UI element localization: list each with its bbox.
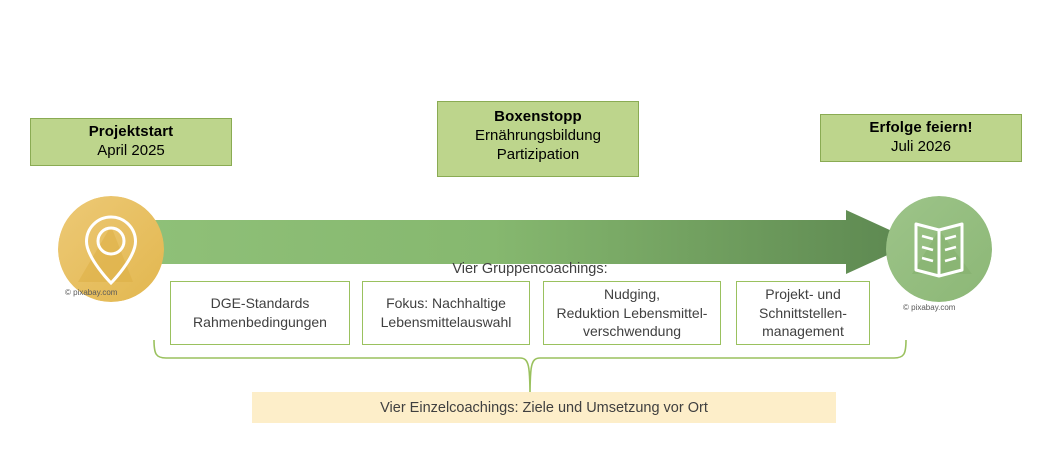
timeline-arrow [146,210,916,274]
coaching-box-line1: Nudging, [603,285,661,302]
image-credit-end: © pixabay.com [903,303,956,312]
single-coaching-label: Vier Einzelcoachings: Ziele und Umsetzun… [380,399,708,416]
coaching-box-line1: DGE-Standards [210,295,310,312]
coaching-brace [153,340,907,398]
milestone-subtitle: Juli 2026 [890,137,952,155]
image-credit-start: © pixabay.com [65,288,118,297]
coaching-box-line2: Rahmenbedingungen [193,314,327,330]
milestone-title: Erfolge feiern! [869,119,973,136]
open-book-icon [886,196,992,302]
map-pin-icon [58,196,164,302]
coaching-box-line2: Lebensmittelauswahl [380,314,512,330]
single-coaching-banner: Vier Einzelcoachings: Ziele und Umsetzun… [252,392,836,423]
coaching-box-line2: Schnittstellen- [759,304,847,321]
coaching-box: Nudging, Reduktion Lebensmittel- verschw… [543,281,721,345]
milestone-title: Projektstart [88,123,174,140]
coaching-box-line1: Projekt- und [765,285,841,302]
milestone-box-erfolge-feiern: Erfolge feiern! Juli 2026 [820,114,1022,162]
milestone-box-projektstart: Projektstart April 2025 [30,118,232,166]
milestone-title: Boxenstopp [494,108,582,125]
coaching-box: Fokus: Nachhaltige Lebensmittelauswahl [362,281,530,345]
coaching-box-line2: Reduktion Lebensmittel- [556,304,708,321]
milestone-box-boxenstopp: Boxenstopp Ernährungsbildung Partizipati… [437,101,639,177]
coaching-box-line3: management [762,323,844,340]
coaching-box: Projekt- und Schnittstellen- management [736,281,870,345]
coaching-box: DGE-Standards Rahmenbedingungen [170,281,350,345]
coaching-box-line1: Fokus: Nachhaltige [386,295,506,312]
group-coaching-label: Vier Gruppencoachings: [452,261,608,277]
milestone-subtitle: Ernährungsbildung [475,126,601,144]
coaching-box-line3: verschwendung [582,323,682,340]
milestone-subtitle: April 2025 [97,141,165,159]
milestone-subtitle-second: Partizipation [496,145,580,163]
